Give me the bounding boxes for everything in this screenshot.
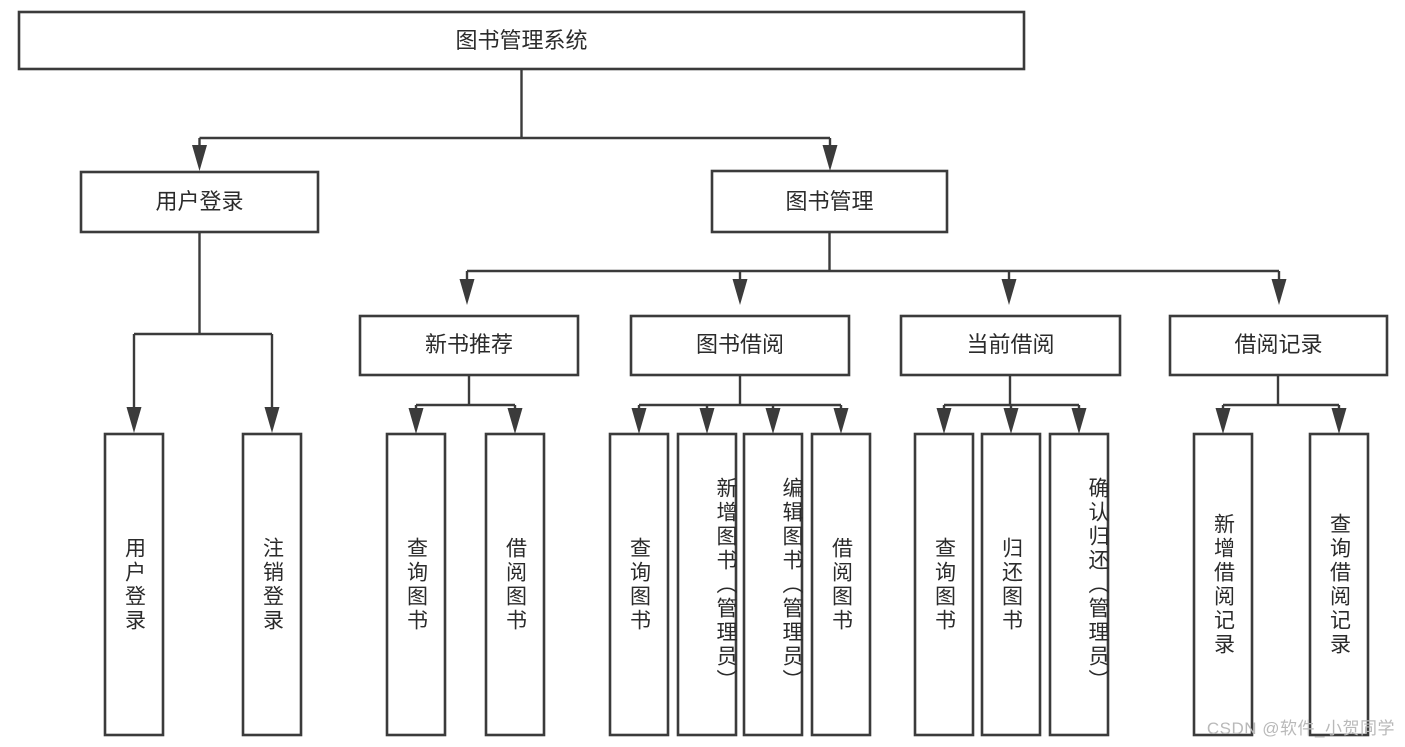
arrow-icon — [1071, 408, 1087, 434]
arrow-icon — [1215, 408, 1231, 434]
arrow-icon — [936, 408, 952, 434]
leaf-node[interactable] — [1048, 432, 1110, 737]
arrow-icon — [1271, 279, 1287, 305]
leaf-node[interactable] — [241, 432, 303, 737]
arrow-icon — [765, 408, 781, 434]
watermark: CSDN @软件_小贺同学 — [1206, 719, 1395, 738]
node-book-borrow-label: 图书借阅 — [696, 332, 784, 357]
connector-bookmgmt-to-level3 — [459, 232, 1287, 305]
arrow-icon — [408, 408, 424, 434]
connector-root-to-level2 — [192, 69, 838, 171]
node-root[interactable]: 图书管理系统 — [17, 10, 1026, 71]
node-current-borrow[interactable]: 当前借阅 — [899, 314, 1122, 377]
leaf-node[interactable] — [103, 432, 165, 737]
node-user-login-label: 用户登录 — [155, 189, 243, 214]
node-root-label: 图书管理系统 — [455, 28, 587, 53]
arrow-icon — [1001, 279, 1017, 305]
arrow-icon — [126, 407, 142, 433]
leaf-node[interactable] — [676, 432, 738, 737]
leaf-node[interactable] — [742, 432, 804, 737]
node-book-borrow[interactable]: 图书借阅 — [629, 314, 851, 377]
leaf-node[interactable] — [1308, 432, 1370, 737]
connector-bookborrow-to-leaves — [631, 375, 849, 434]
node-book-management-label: 图书管理 — [785, 189, 873, 214]
leaf-node[interactable] — [608, 432, 670, 737]
leaf-node[interactable] — [484, 432, 546, 737]
arrow-icon — [699, 408, 715, 434]
node-borrow-record[interactable]: 借阅记录 — [1168, 314, 1389, 377]
connector-borrowrecord-to-leaves — [1215, 375, 1347, 434]
arrow-icon — [732, 279, 748, 305]
node-new-book-recommend-label: 新书推荐 — [425, 332, 513, 357]
node-borrow-record-label: 借阅记录 — [1234, 332, 1322, 357]
leaf-node[interactable] — [980, 432, 1042, 737]
leaf-node-group — [103, 432, 1370, 737]
node-new-book-recommend[interactable]: 新书推荐 — [358, 314, 580, 377]
connector-newbook-to-leaves — [408, 375, 523, 434]
node-current-borrow-label: 当前借阅 — [966, 332, 1054, 357]
arrow-icon — [507, 408, 523, 434]
node-book-management[interactable]: 图书管理 — [710, 169, 949, 234]
node-user-login[interactable]: 用户登录 — [79, 170, 320, 234]
arrow-icon — [192, 145, 207, 171]
leaf-node[interactable] — [913, 432, 975, 737]
leaf-node[interactable] — [810, 432, 872, 737]
leaf-node[interactable] — [1192, 432, 1254, 737]
connector-userlogin-to-leaves — [126, 232, 280, 433]
arrow-icon — [459, 279, 475, 305]
arrow-icon — [822, 145, 838, 171]
arrow-icon — [833, 408, 849, 434]
arrow-icon — [1003, 408, 1019, 434]
arrow-icon — [264, 407, 280, 433]
arrow-icon — [631, 408, 647, 434]
leaf-node[interactable] — [385, 432, 447, 737]
arrow-icon — [1331, 408, 1347, 434]
connector-currentborrow-to-leaves — [936, 375, 1087, 434]
